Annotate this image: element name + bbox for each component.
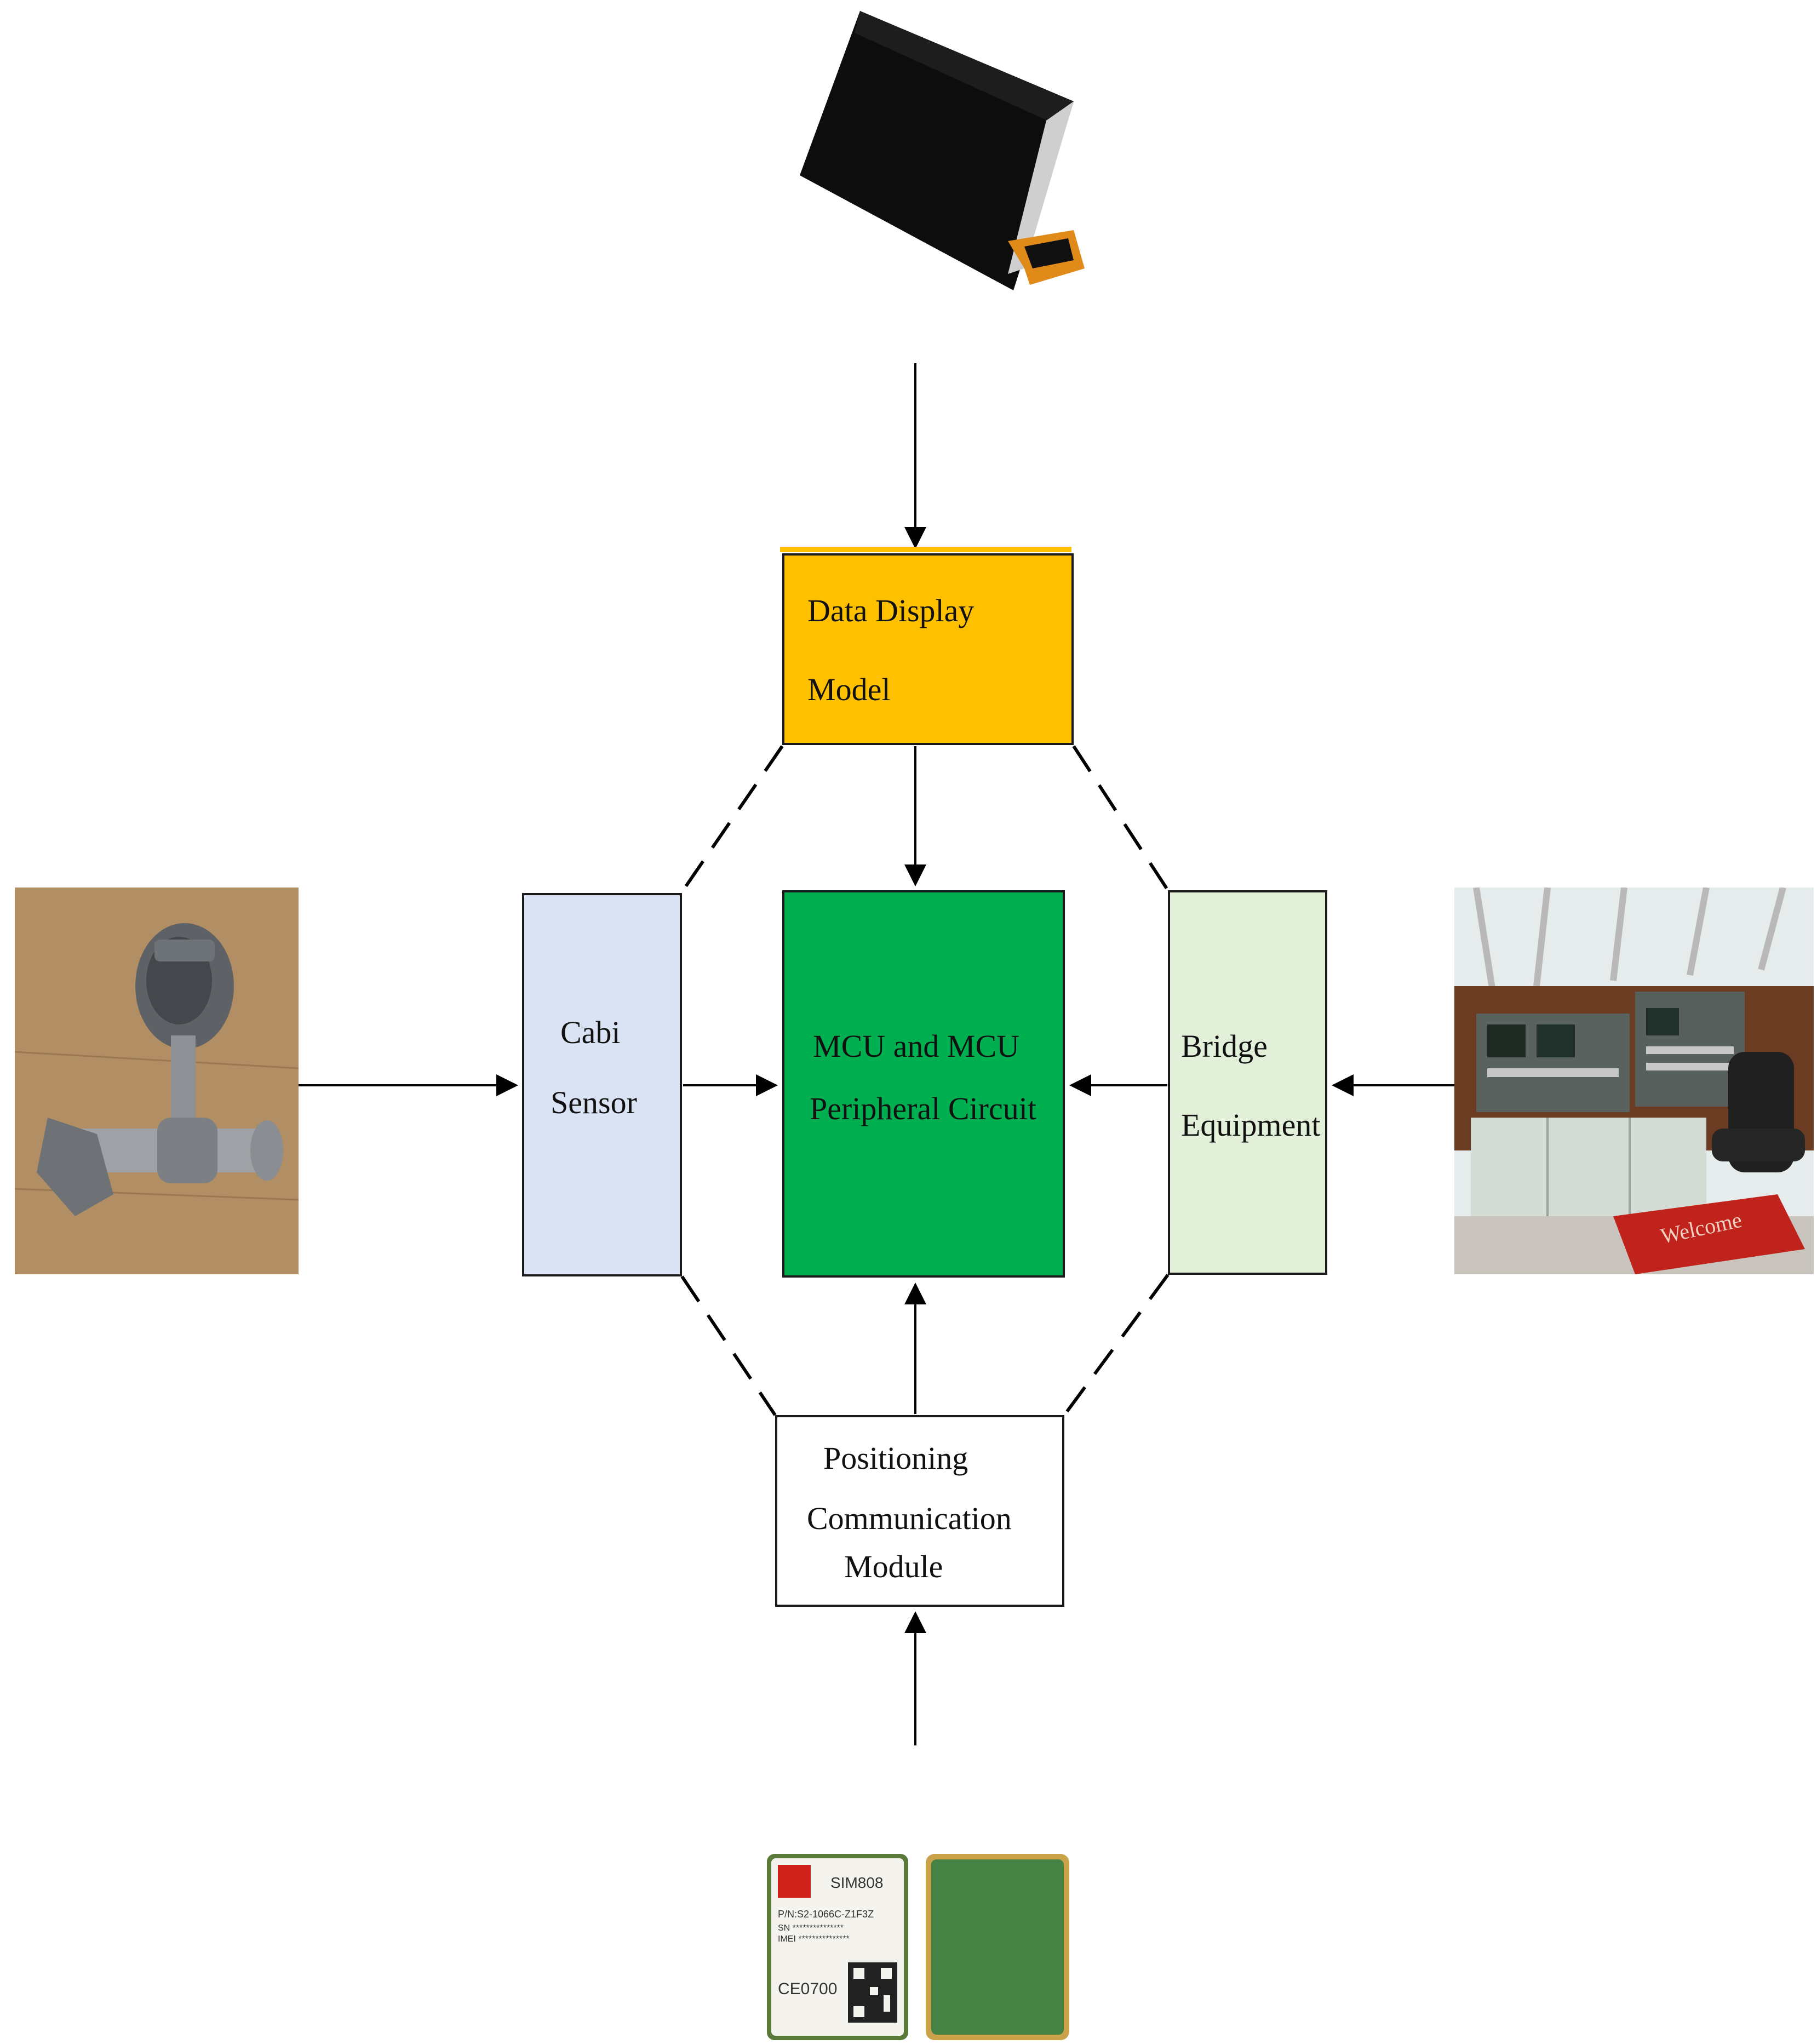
cabi-label-line2: Sensor [551,1085,637,1120]
display-label-line2: Model [807,672,891,707]
mcu-label-line1: MCU and MCU [813,1028,1020,1064]
cabi-sensor-block: Cabi Sensor [522,893,682,1276]
flow-sensor-photo [15,888,299,1274]
pos-label-line1: Positioning [823,1440,968,1476]
mcu-label-line2: Peripheral Circuit [810,1091,1036,1126]
flow-sensor-image [15,888,299,1274]
lcd-screen-image [800,11,1085,290]
module-code-text: P/N:S2-1066C-Z1F3Z [778,1909,874,1920]
bridge-label-line1: Bridge [1181,1028,1268,1064]
cabi-label-line1: Cabi [560,1015,621,1050]
sim-module-photo: SIM808 P/N:S2-1066C-Z1F3Z SN ***********… [766,1853,1073,2042]
dashed-display-cabi [680,745,784,893]
ship-bridge-console-photo: Welcome [1454,888,1814,1274]
pos-label-line3: Module [844,1549,943,1584]
positioning-communication-module-block: Positioning Communication Module [775,1415,1064,1607]
module-imei-text: IMEI *************** [778,1934,850,1944]
dashed-cabi-pos [680,1275,777,1416]
dashed-display-bridge [1072,745,1170,891]
module-name-text: SIM808 [830,1874,884,1891]
sim-module-image: SIM808 P/N:S2-1066C-Z1F3Z SN ***********… [767,1854,1069,2040]
lcd-screen-photo [789,11,1085,307]
bridge-label-line2: Equipment [1181,1107,1321,1143]
bridge-equipment-block: Bridge Equipment [1168,890,1327,1275]
display-label-line1: Data Display [807,593,975,628]
module-sn-text: SN *************** [778,1923,844,1933]
pos-label-line2: Communication [807,1501,1012,1536]
dashed-bridge-pos [1063,1274,1170,1416]
mcu-block: MCU and MCU Peripheral Circuit [782,890,1065,1278]
bridge-console-image: Welcome [1454,888,1814,1274]
display-top-bar [780,547,1071,552]
module-ce-text: CE0700 [778,1980,837,1998]
data-display-model-block: Data Display Model [780,547,1074,745]
